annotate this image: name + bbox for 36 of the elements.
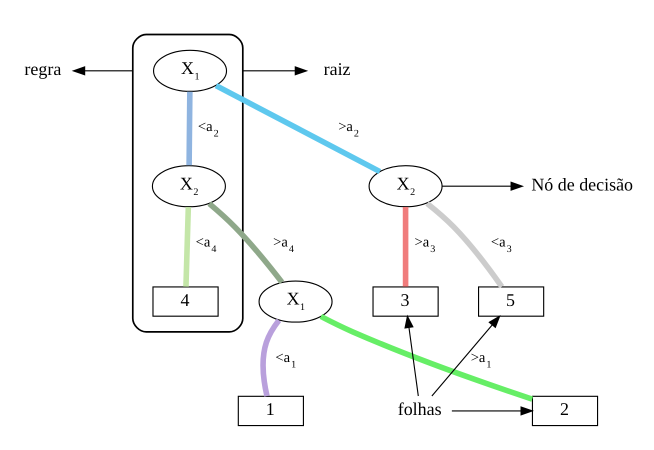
edge-label: <a$_{4}$ [196,234,216,255]
node-ellipse: X$_{1}$ [152,49,228,92]
cluster [132,33,244,332]
connector [214,82,382,174]
connector [425,200,504,288]
arrow [442,181,524,190]
node-text: folhas [398,398,442,419]
node-box: 5 [478,286,544,316]
arrow [242,66,308,76]
arrow [72,66,133,76]
arrow [404,314,419,396]
node-box: 1 [238,395,304,426]
node-text: regra [24,58,62,79]
edge-label: >a$_{3}$ [414,234,436,255]
edge-label: <a$_{3}$ [490,234,512,255]
connector [207,200,284,284]
connector [320,313,534,402]
node-ellipse: X$_{2}$ [152,164,226,207]
edge-label: >a$_{4}$ [273,234,294,255]
connector [186,91,193,165]
edge-label: >a$_{1}$ [470,349,492,370]
node-box: 4 [152,286,219,316]
connector [183,206,192,286]
edge-label: >a$_{2}$ [338,118,359,140]
arrow [431,314,501,396]
arrow [452,406,534,416]
node-box: 3 [372,286,439,316]
edge-label: <a$_{1}$ [275,349,296,370]
node-text: raiz [324,58,351,79]
node-box: 2 [532,395,598,426]
node-text: Nó de decisão [531,174,634,194]
connector [260,318,282,396]
connector [402,206,408,286]
node-ellipse: X$_{1}$ [258,280,333,322]
edge-label: <a$_{2}$ [198,118,219,140]
node-ellipse: X$_{2}$ [368,164,443,207]
